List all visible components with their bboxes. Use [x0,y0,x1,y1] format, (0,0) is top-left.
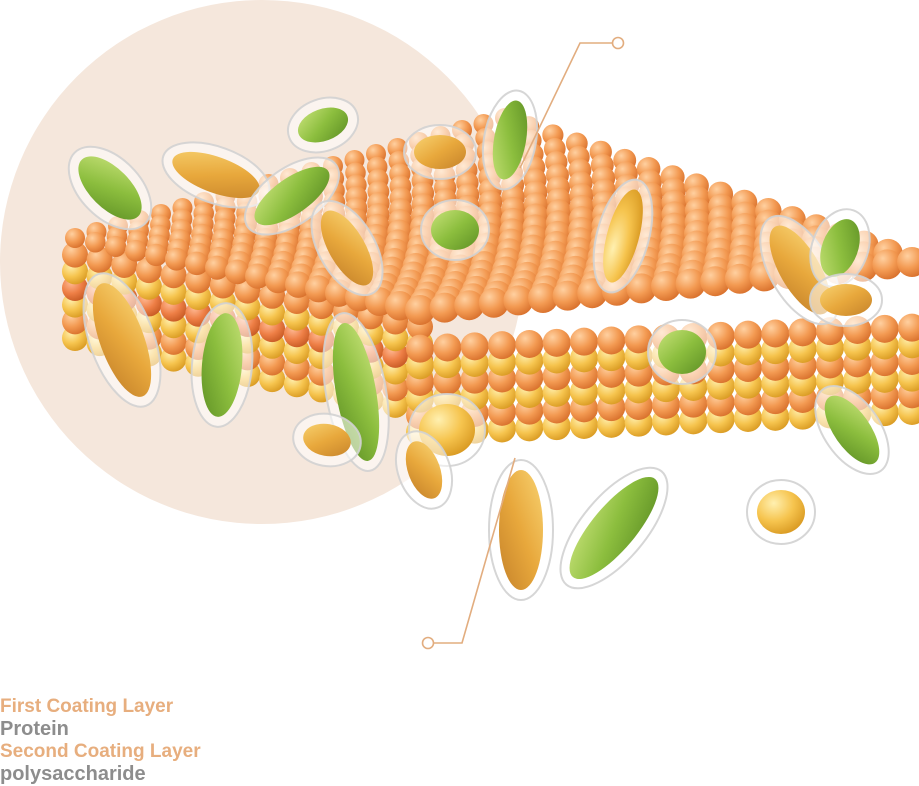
bacterium [542,451,686,606]
second-coating-label: Second Coating Layer polysaccharide [0,741,919,786]
particle [165,248,188,271]
first-coating-title: First Coating Layer [0,696,919,718]
particle [734,321,762,349]
particle [185,252,209,276]
particle [125,240,147,262]
bacterium [810,274,882,326]
particle [433,334,461,362]
particle [85,232,106,253]
bacterium [421,200,489,260]
first-coating-label: First Coating Layer Protein [0,696,919,741]
second-coating-title: Second Coating Layer [0,741,919,763]
bacterium [648,320,716,384]
particle [461,332,489,360]
bacterium-body [757,490,805,534]
particle [570,328,598,356]
particle [515,330,543,358]
bacterium [489,460,553,600]
particle [406,335,434,363]
particle [105,236,126,257]
particle [205,256,229,280]
bacterium-body [431,210,479,250]
bacterium-body [820,284,872,316]
particle [543,329,571,357]
bacterium [404,125,476,179]
particle [65,228,85,248]
first-coating-subtitle: Protein [0,718,919,741]
bacterium-body [658,330,706,374]
second-coating-subtitle: polysaccharide [0,763,919,786]
particle [145,244,167,266]
particle [597,327,625,355]
bacterium-body [414,135,466,169]
particle [488,331,516,359]
illustration-stage: First Coating Layer Protein Second Coati… [0,0,919,691]
particle [761,320,789,348]
coating-illustration [0,0,919,691]
particle [871,315,899,343]
bacterium [747,480,815,544]
